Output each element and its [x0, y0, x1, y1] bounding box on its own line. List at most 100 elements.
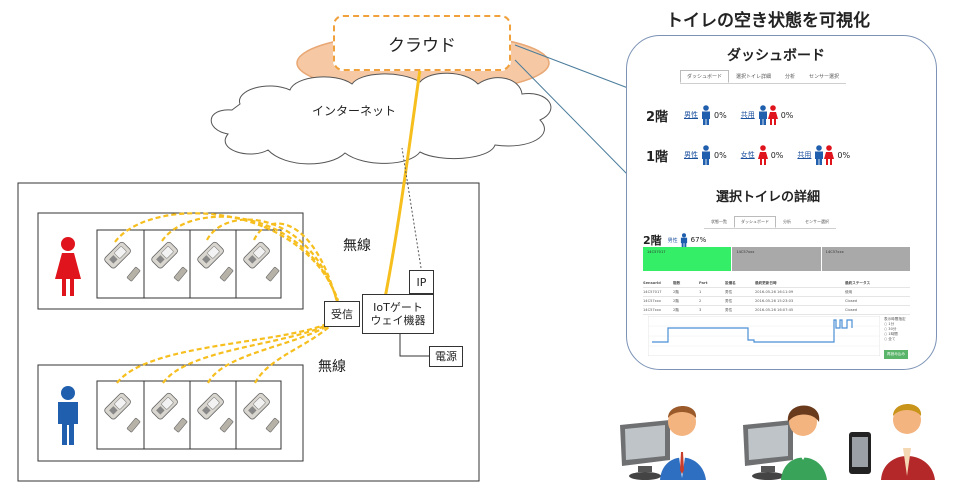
table-cell: 2016-05-26 16:11:09 [755, 290, 794, 294]
sensor-devices [104, 241, 280, 433]
tab-2[interactable]: 分析 [783, 219, 791, 224]
male-icon [58, 386, 78, 445]
stall-tile[interactable]: 14C57xxx [821, 247, 910, 271]
sensor-device-icon [151, 241, 188, 282]
female-icon [55, 237, 81, 296]
reload-button[interactable]: 再読み込み [884, 350, 908, 359]
usage-chart [648, 316, 880, 356]
table-cell: Part [699, 281, 708, 285]
cloud-panel-connector [514, 44, 629, 176]
toilet-group[interactable]: 女性 0% [740, 145, 784, 165]
table-cell: 男性 [725, 307, 733, 312]
cloud-box: クラウド [333, 15, 511, 71]
table-cell: 2 [699, 299, 702, 303]
detail-floor: 2階 [643, 234, 662, 247]
table-cell: 2016-05-26 16:07:45 [755, 308, 794, 312]
table-row: 14C57xxx 2階 3 男性 2016-05-26 16:07:45 Closed [643, 306, 910, 315]
internet-cloud [210, 72, 552, 165]
male-person-icon [702, 145, 710, 165]
sensor-device-icon [104, 392, 141, 433]
tab-1[interactable]: ダッシュボード [734, 216, 776, 228]
sensor-device-icon [104, 241, 141, 282]
legend-title: 表示時間指定 [884, 317, 906, 321]
ip-box: IP [409, 270, 434, 294]
female-person-icon [757, 145, 768, 165]
table-cell: 男性 [725, 298, 733, 303]
table-cell: 男性 [725, 289, 733, 294]
group-percent: 0% [770, 150, 784, 160]
detail-floor-row: 2階 男性 67% [643, 232, 706, 248]
reload-button-label: 再読み込み [887, 352, 905, 356]
page-title: トイレの空き状態を可視化 [666, 11, 870, 31]
table-cell: Closed [845, 308, 858, 312]
sensor-device-icon [243, 241, 280, 282]
group-label[interactable]: 共用 [797, 151, 812, 159]
group-percent: 0% [714, 150, 727, 160]
ip-label: IP [416, 275, 427, 289]
table-cell: 2階 [673, 307, 679, 312]
users-group [620, 404, 935, 480]
cloud-label: クラウド [388, 35, 456, 56]
gateway-box: IoTゲート ウェイ機器 [362, 294, 434, 334]
detail-percent: 67% [690, 236, 707, 244]
sensor-device-icon [197, 241, 234, 282]
female-person-icon [767, 105, 778, 125]
group-label[interactable]: 男性 [684, 111, 698, 119]
table-cell: 2016-05-26 15:23:03 [755, 299, 794, 303]
male-icon [680, 233, 687, 247]
tab-0[interactable]: ダッシュボード [680, 70, 730, 83]
legend-option[interactable]: ○ 30分 [884, 327, 897, 331]
toilet-group[interactable]: 男性 0% [684, 105, 727, 125]
table-cell: 3 [699, 308, 702, 312]
table-cell: 最終ステータス [845, 280, 871, 285]
sensor-device-icon [151, 392, 188, 433]
legend-option[interactable]: ○ 1時間 [884, 332, 898, 336]
user-desktop-icon [743, 405, 827, 480]
table-cell: 1 [699, 290, 702, 294]
table-cell: Closed [845, 299, 858, 303]
table-cell: 14C57xxx [643, 308, 662, 312]
ip-dotted-line [401, 147, 422, 269]
sensor-device-icon [197, 392, 234, 433]
user-desktop-icon [620, 406, 706, 480]
power-box: 電源 [429, 346, 463, 367]
group-percent: 0% [714, 110, 727, 120]
table-cell: 使用 [845, 289, 853, 294]
wireless-label-bottom: 無線 [318, 359, 346, 375]
tab-2[interactable]: 分析 [785, 74, 796, 80]
tab-0[interactable]: 状態一覧 [711, 219, 727, 224]
table-cell: 2階 [673, 289, 679, 294]
internet-label: インターネット [312, 104, 397, 118]
table-cell: 階数 [673, 280, 681, 285]
user-smartphone-icon [849, 404, 935, 480]
table-cell: 14C57xxx [643, 299, 662, 303]
sensor-cells-bottom [96, 380, 282, 450]
legend-option[interactable]: ○ 全て [884, 337, 896, 341]
table-cell: SensorId [643, 281, 661, 285]
floor-name: 2階 [646, 109, 669, 125]
stall-tile[interactable]: 14C57017 [643, 247, 732, 271]
toilet-group[interactable]: 男性 0% [684, 145, 727, 165]
dashboard-heading: ダッシュボード [727, 48, 825, 64]
tab-3[interactable]: センサー選択 [809, 74, 840, 80]
floor-name: 1階 [646, 149, 669, 165]
legend-option[interactable]: ○ 1分 [884, 322, 895, 326]
stall-tile[interactable]: 14C57xxx [732, 247, 821, 271]
chart-legend: 表示時間指定 ○ 1分○ 30分○ 1時間○ 全て [884, 317, 906, 342]
male-person-icon [758, 105, 767, 125]
dashboard-tabs: ダッシュボード選択トイレ詳細 分析 センサー選択 [680, 70, 847, 84]
tab-3[interactable]: センサー選択 [805, 219, 829, 224]
gateway-cloud-arrow [383, 43, 433, 299]
receiver-label: 受信 [331, 307, 353, 321]
group-label[interactable]: 男性 [684, 151, 698, 159]
group-label[interactable]: 女性 [740, 151, 755, 159]
group-label[interactable]: 共用 [740, 111, 755, 119]
tab-1[interactable]: 選択トイレ詳細 [736, 74, 772, 80]
